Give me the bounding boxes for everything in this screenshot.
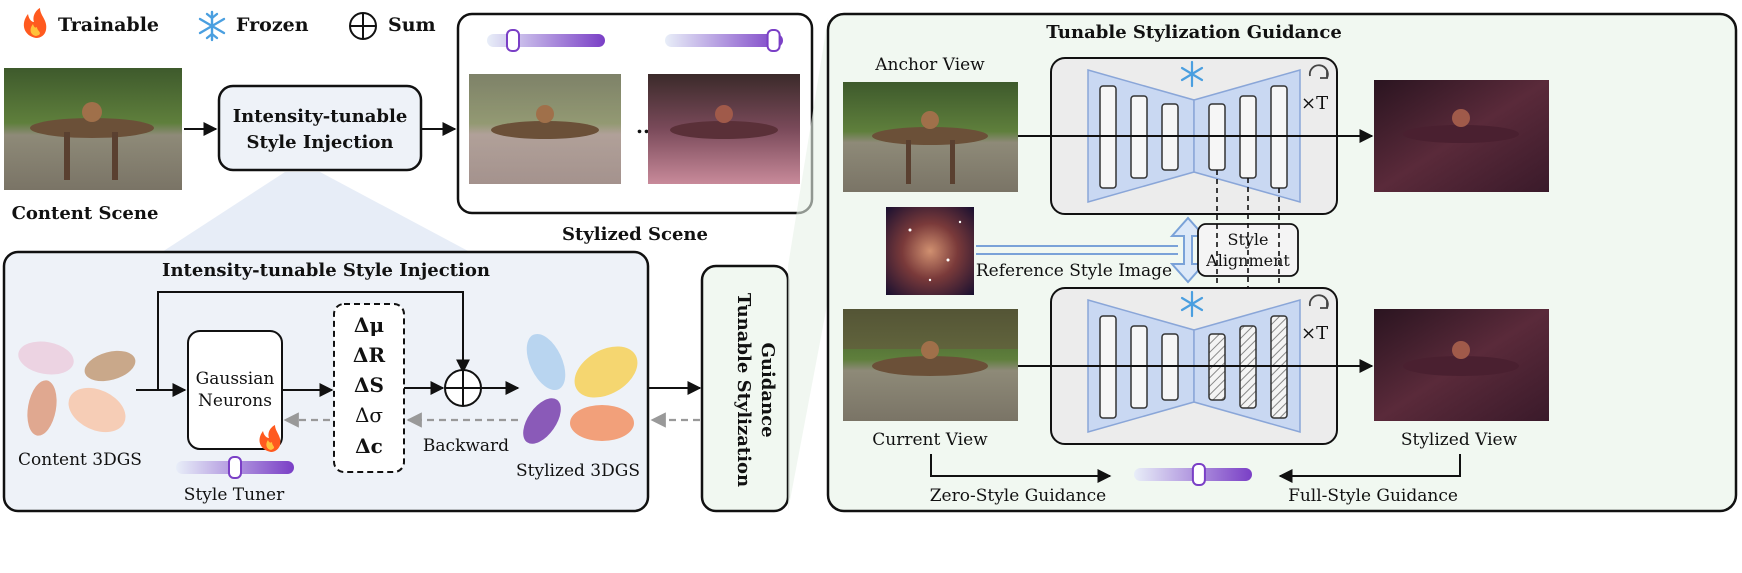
anchor-view-photo — [843, 82, 1018, 192]
guidance-slider — [1134, 463, 1252, 486]
stylized-photo-high — [648, 74, 800, 184]
delta-s: ΔS — [354, 373, 384, 397]
content-3dgs-label: Content 3DGS — [18, 450, 142, 470]
snowflake-icon — [1180, 290, 1204, 318]
content-gaussians — [18, 341, 136, 436]
injection-panel-title: Intensity-tunable Style Injection — [162, 260, 490, 281]
anchor-view-label: Anchor View — [874, 55, 985, 75]
zoom-wedge-right — [788, 18, 828, 511]
loop-icon — [1308, 294, 1329, 309]
style-tuner-slider — [176, 456, 294, 479]
flame-icon — [259, 425, 281, 452]
alignment-line1: Style — [1227, 230, 1268, 249]
injection-box-line2: Style Injection — [246, 132, 393, 153]
stylized-photo-low — [469, 74, 621, 184]
stylized-slider-2 — [665, 29, 783, 52]
delta-r: ΔR — [353, 343, 386, 367]
reference-connector — [976, 216, 1207, 284]
gaussian-neurons-box: Gaussian Neurons — [187, 330, 283, 452]
guidance-box: Tunable Stylization Guidance — [700, 264, 790, 513]
legend-frozen-label: Frozen — [236, 14, 309, 36]
stylized-slider-1 — [487, 29, 605, 52]
reference-style-photo — [886, 207, 974, 295]
snowflake-icon — [198, 10, 226, 42]
guidance-box-line2: Guidance — [757, 342, 778, 437]
injection-panel: Intensity-tunable Style Injection Conten… — [2, 250, 650, 513]
stylized-view-photo — [1374, 309, 1549, 421]
stylized-anchor-photo — [1374, 80, 1549, 192]
zoom-wedge — [162, 172, 470, 252]
delta-c: Δc — [355, 434, 383, 458]
sum-node — [444, 369, 482, 407]
legend-trainable-label: Trainable — [58, 14, 159, 36]
times-t-bottom: ×T — [1301, 323, 1328, 344]
content-scene-label: Content Scene — [12, 203, 159, 224]
deltas-box: Δμ ΔR ΔS Δσ Δc — [333, 303, 405, 473]
delta-mu: Δμ — [354, 313, 384, 337]
legend-sum-label: Sum — [388, 14, 436, 36]
guidance-box-line1: Tunable Stylization — [733, 293, 754, 487]
injection-box: Intensity-tunable Style Injection — [217, 84, 423, 172]
injection-box-line1: Intensity-tunable — [233, 106, 408, 127]
stylized-3dgs-label: Stylized 3DGS — [516, 461, 640, 481]
snowflake-icon — [1180, 60, 1204, 88]
delta-sigma: Δσ — [355, 403, 383, 427]
backward-label: Backward — [423, 436, 509, 456]
times-t-top: ×T — [1301, 93, 1328, 114]
stylized-scene-label: Stylized Scene — [562, 224, 708, 245]
current-view-photo — [843, 309, 1018, 421]
neurons-line1: Gaussian — [196, 369, 275, 389]
style-tuner-label: Style Tuner — [184, 485, 285, 505]
stylized-scene-box: ... — [456, 12, 814, 215]
sum-icon — [349, 12, 377, 40]
guidance-panel-title: Tunable Stylization Guidance — [1046, 22, 1342, 43]
flame-icon — [23, 8, 47, 38]
current-view-label: Current View — [872, 430, 988, 450]
zero-style-label: Zero-Style Guidance — [930, 486, 1106, 506]
legend: Trainable Frozen Sum — [23, 8, 436, 42]
full-style-label: Full-Style Guidance — [1288, 486, 1458, 506]
stylized-gaussians — [523, 333, 638, 444]
content-scene-photo — [4, 68, 182, 190]
guidance-panel: Tunable Stylization Guidance Anchor View — [826, 12, 1738, 513]
reference-style-label: Reference Style Image — [976, 261, 1172, 281]
neurons-line2: Neurons — [198, 391, 272, 411]
loop-icon — [1308, 64, 1329, 79]
stylized-view-label: Stylized View — [1401, 430, 1518, 450]
